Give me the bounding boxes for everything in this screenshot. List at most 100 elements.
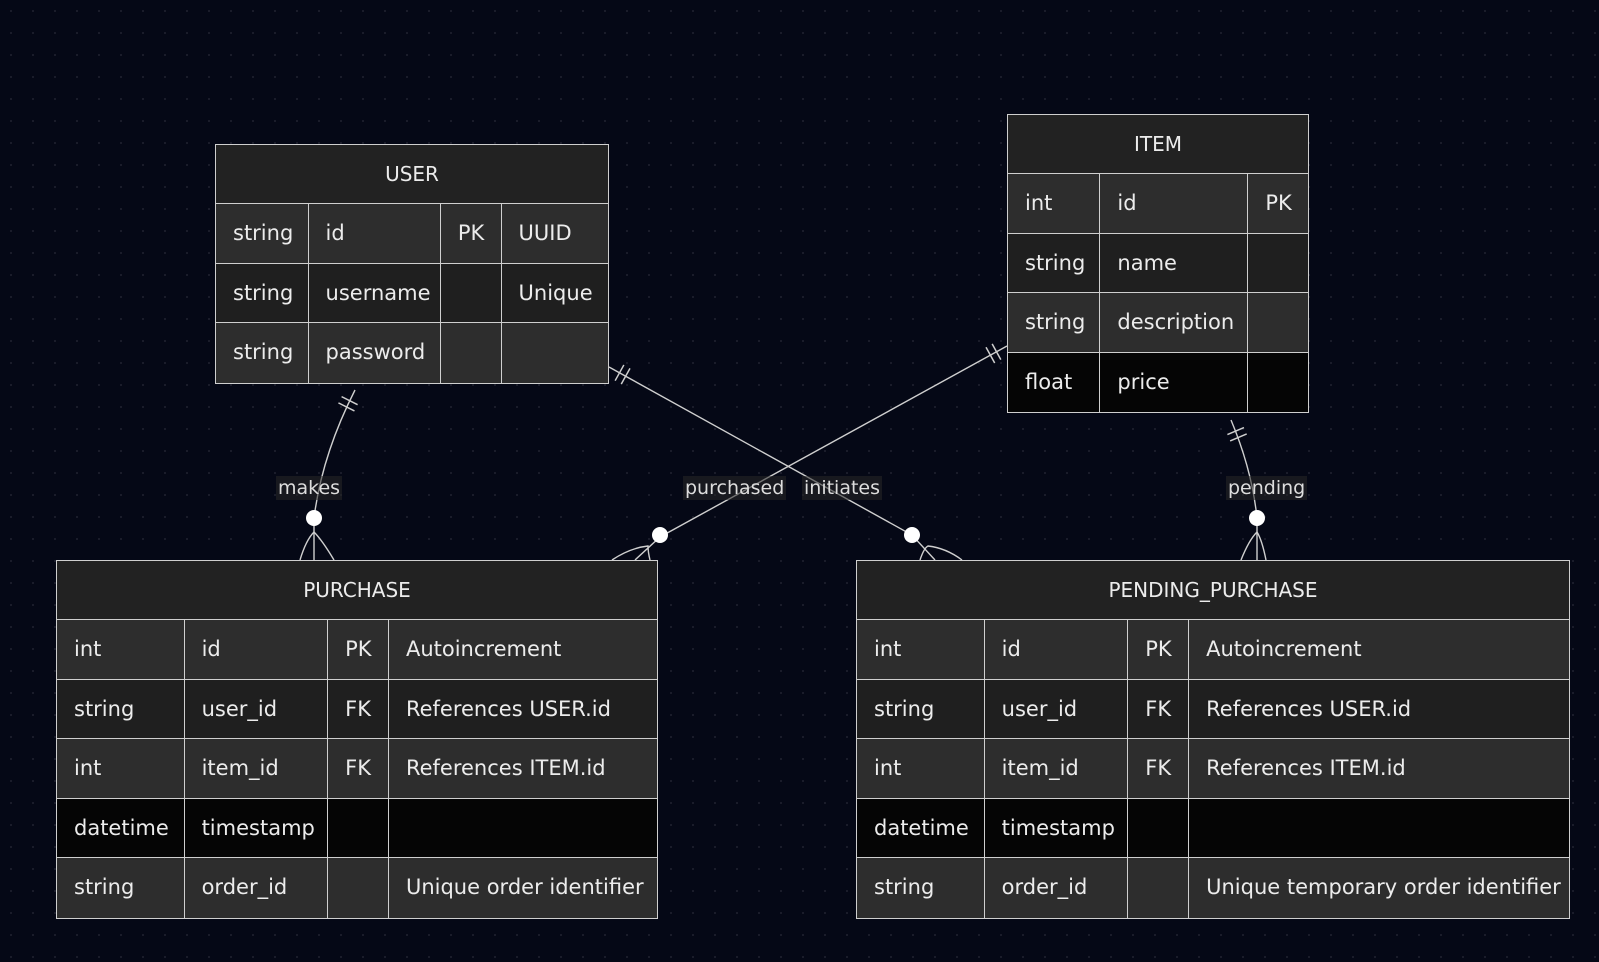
attr-key	[1248, 293, 1308, 352]
attr-name: timestamp	[985, 798, 1129, 857]
cardinality-many-crowfoot	[919, 545, 963, 561]
attr-type: string	[1008, 233, 1101, 292]
attr-type: datetime	[857, 798, 985, 857]
attr-key	[328, 798, 389, 857]
attr-type: string	[57, 679, 185, 738]
cardinality-one-bar	[1229, 433, 1247, 442]
entity-title: USER	[216, 145, 608, 204]
attr-key	[441, 263, 502, 322]
attr-comment	[1189, 799, 1569, 858]
attr-name: id	[1100, 174, 1249, 233]
attr-name: order_id	[185, 858, 329, 918]
cardinality-many-crowfoot	[611, 545, 651, 561]
entity-title: ITEM	[1008, 115, 1308, 174]
attr-type: string	[857, 679, 985, 738]
attr-name: id	[985, 620, 1129, 679]
attr-comment	[389, 799, 657, 858]
entity-title: PURCHASE	[57, 561, 657, 620]
attr-key	[441, 323, 502, 383]
cardinality-one-bar	[338, 402, 355, 412]
attr-type: string	[216, 204, 309, 263]
attr-type: string	[57, 858, 185, 918]
attr-key: PK	[328, 620, 389, 679]
attr-type: int	[1008, 174, 1101, 233]
attr-name: order_id	[985, 858, 1129, 918]
cardinality-one-bar	[614, 364, 625, 382]
attr-type: string	[216, 323, 309, 383]
attr-type: datetime	[57, 798, 185, 857]
attr-key: PK	[441, 204, 502, 263]
attr-type: string	[1008, 293, 1101, 352]
entity-title: PENDING_PURCHASE	[857, 561, 1569, 620]
attr-comment: Autoincrement	[1206, 637, 1362, 661]
attr-comment: References USER.id	[1206, 696, 1412, 721]
cardinality-one-bar	[1227, 426, 1245, 436]
attr-name: item_id	[985, 739, 1129, 798]
attr-name: user_id	[985, 679, 1129, 738]
cardinality-many-crowfoot	[1240, 530, 1267, 561]
relationship-label-initiates: initiates	[802, 476, 883, 500]
attr-key	[328, 858, 389, 918]
attr-name: description	[1100, 293, 1249, 352]
attr-comment: References USER.id	[405, 696, 611, 721]
attr-key: FK	[1128, 679, 1190, 738]
relationship-line-purchased	[634, 345, 1008, 561]
attr-type: int	[857, 739, 985, 798]
attr-comment: Autoincrement	[405, 637, 562, 661]
attr-type: string	[216, 263, 309, 322]
cardinality-zero-circle	[306, 510, 322, 526]
attr-key	[1248, 353, 1308, 413]
attr-name: password	[309, 323, 441, 383]
attr-type: int	[57, 739, 185, 798]
cardinality-zero-circle	[904, 527, 920, 543]
attr-name: timestamp	[185, 798, 329, 857]
attr-key: PK	[1128, 620, 1190, 679]
cardinality-zero-circle	[652, 527, 668, 543]
cardinality-one-bar	[991, 343, 1002, 361]
attr-name: name	[1100, 233, 1249, 292]
attr-key: FK	[328, 739, 389, 798]
attr-key	[1248, 234, 1308, 293]
attr-name: price	[1100, 352, 1249, 412]
attr-name: user_id	[185, 679, 329, 738]
relationship-label-purchased: purchased	[683, 476, 787, 500]
attr-comment	[502, 323, 608, 383]
cardinality-one-bar	[341, 395, 358, 406]
attr-comment: Unique	[518, 280, 593, 305]
attr-key: FK	[328, 679, 389, 738]
attr-name: id	[185, 620, 329, 679]
attr-comment: Unique order identifier	[405, 875, 644, 899]
attr-key: PK	[1265, 191, 1292, 215]
attr-comment: References ITEM.id	[405, 756, 606, 780]
attr-type: string	[857, 858, 985, 918]
attr-name: username	[309, 263, 441, 322]
attr-comment: UUID	[518, 221, 572, 245]
relationship-label-makes: makes	[276, 476, 343, 500]
attr-comment: References ITEM.id	[1206, 756, 1406, 780]
attr-name: id	[309, 204, 441, 263]
attr-key	[1128, 858, 1190, 918]
attr-type: int	[857, 620, 985, 679]
attr-type: int	[57, 620, 185, 679]
attr-name: item_id	[185, 739, 329, 798]
